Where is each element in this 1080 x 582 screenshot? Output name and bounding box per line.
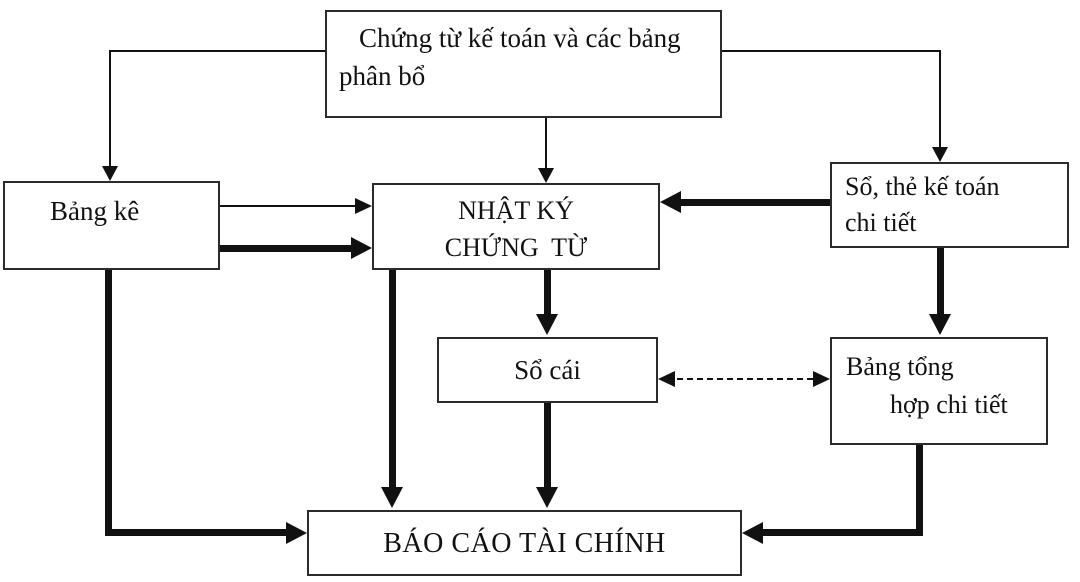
- edge-listing-journal-thick-hline: [220, 245, 353, 252]
- edge-ledger-detail-summary-right-arrowhead-icon: [813, 371, 830, 387]
- edge-journal-financial-arrowhead-icon: [381, 487, 403, 508]
- edge-ledger-financial-arrowhead-icon: [536, 487, 558, 508]
- edge-ledger-detail-summary-left-arrowhead-icon: [658, 371, 675, 387]
- node-ledger-label: Sổ cái: [514, 354, 581, 385]
- node-financial-statements: BÁO CÁO TÀI CHÍNH: [307, 510, 742, 576]
- node-detail-summary-line1: Bảng tổng: [846, 352, 954, 381]
- edge-detail-summary-financial-vline: [916, 445, 923, 536]
- edge-detail-books-detail-summary-arrowhead-icon: [929, 314, 951, 335]
- edge-documents-detail-books-vline: [939, 50, 941, 148]
- edge-listing-financial-hline: [105, 529, 287, 536]
- edge-listing-journal-thin-hline: [220, 205, 356, 207]
- node-detail-books-line1: Sổ, thẻ kế toán: [845, 172, 1000, 201]
- edge-detail-summary-financial-hline: [763, 529, 923, 536]
- edge-documents-listing-hline: [109, 50, 325, 52]
- edge-detail-summary-financial-arrowhead-icon: [742, 522, 763, 544]
- edge-listing-journal-thick-arrowhead-icon: [351, 237, 372, 259]
- edge-documents-listing-arrowhead-icon: [102, 166, 118, 181]
- edge-ledger-financial-vline: [544, 403, 551, 488]
- node-financial-statements-label: BÁO CÁO TÀI CHÍNH: [383, 527, 666, 559]
- edge-listing-financial-arrowhead-icon: [286, 522, 307, 544]
- edge-detail-books-detail-summary-vline: [937, 248, 944, 315]
- edge-detail-books-journal-arrowhead-icon: [660, 191, 681, 213]
- node-listing: Bảng kê: [3, 181, 220, 270]
- edge-documents-listing-vline: [109, 50, 111, 167]
- edge-listing-journal-thin-arrowhead-icon: [355, 198, 372, 214]
- edge-listing-financial-vline: [105, 270, 112, 536]
- node-journal-line2: CHỨNG TỪ: [444, 233, 588, 262]
- edge-documents-journal-arrowhead-icon: [538, 168, 554, 183]
- node-detail-summary: Bảng tổng hợp chi tiết: [830, 337, 1048, 445]
- edge-journal-ledger-vline: [544, 270, 551, 315]
- edge-journal-ledger-arrowhead-icon: [536, 314, 558, 335]
- node-documents: Chứng từ kế toán và các bảng phân bổ: [325, 10, 722, 118]
- node-detail-books: Sổ, thẻ kế toán chi tiết: [830, 162, 1069, 248]
- node-journal: NHẬT KÝ CHỨNG TỪ: [372, 183, 660, 270]
- edge-documents-detail-books-hline: [722, 50, 941, 52]
- node-documents-line1: Chứng từ kế toán và các bảng: [359, 23, 681, 53]
- node-listing-label: Bảng kê: [50, 196, 140, 226]
- node-ledger: Sổ cái: [437, 337, 658, 403]
- node-detail-summary-line2: hợp chi tiết: [890, 390, 1008, 419]
- edge-ledger-detail-summary-dashline: [677, 378, 813, 380]
- edge-documents-journal-vline: [545, 118, 547, 169]
- node-documents-line2: phân bổ: [339, 61, 426, 91]
- node-detail-books-line2: chi tiết: [845, 208, 917, 237]
- edge-detail-books-journal-hline: [681, 199, 830, 206]
- node-journal-line1: NHẬT KÝ: [458, 196, 574, 225]
- edge-documents-detail-books-arrowhead-icon: [932, 147, 948, 162]
- edge-journal-financial-vline: [389, 270, 396, 488]
